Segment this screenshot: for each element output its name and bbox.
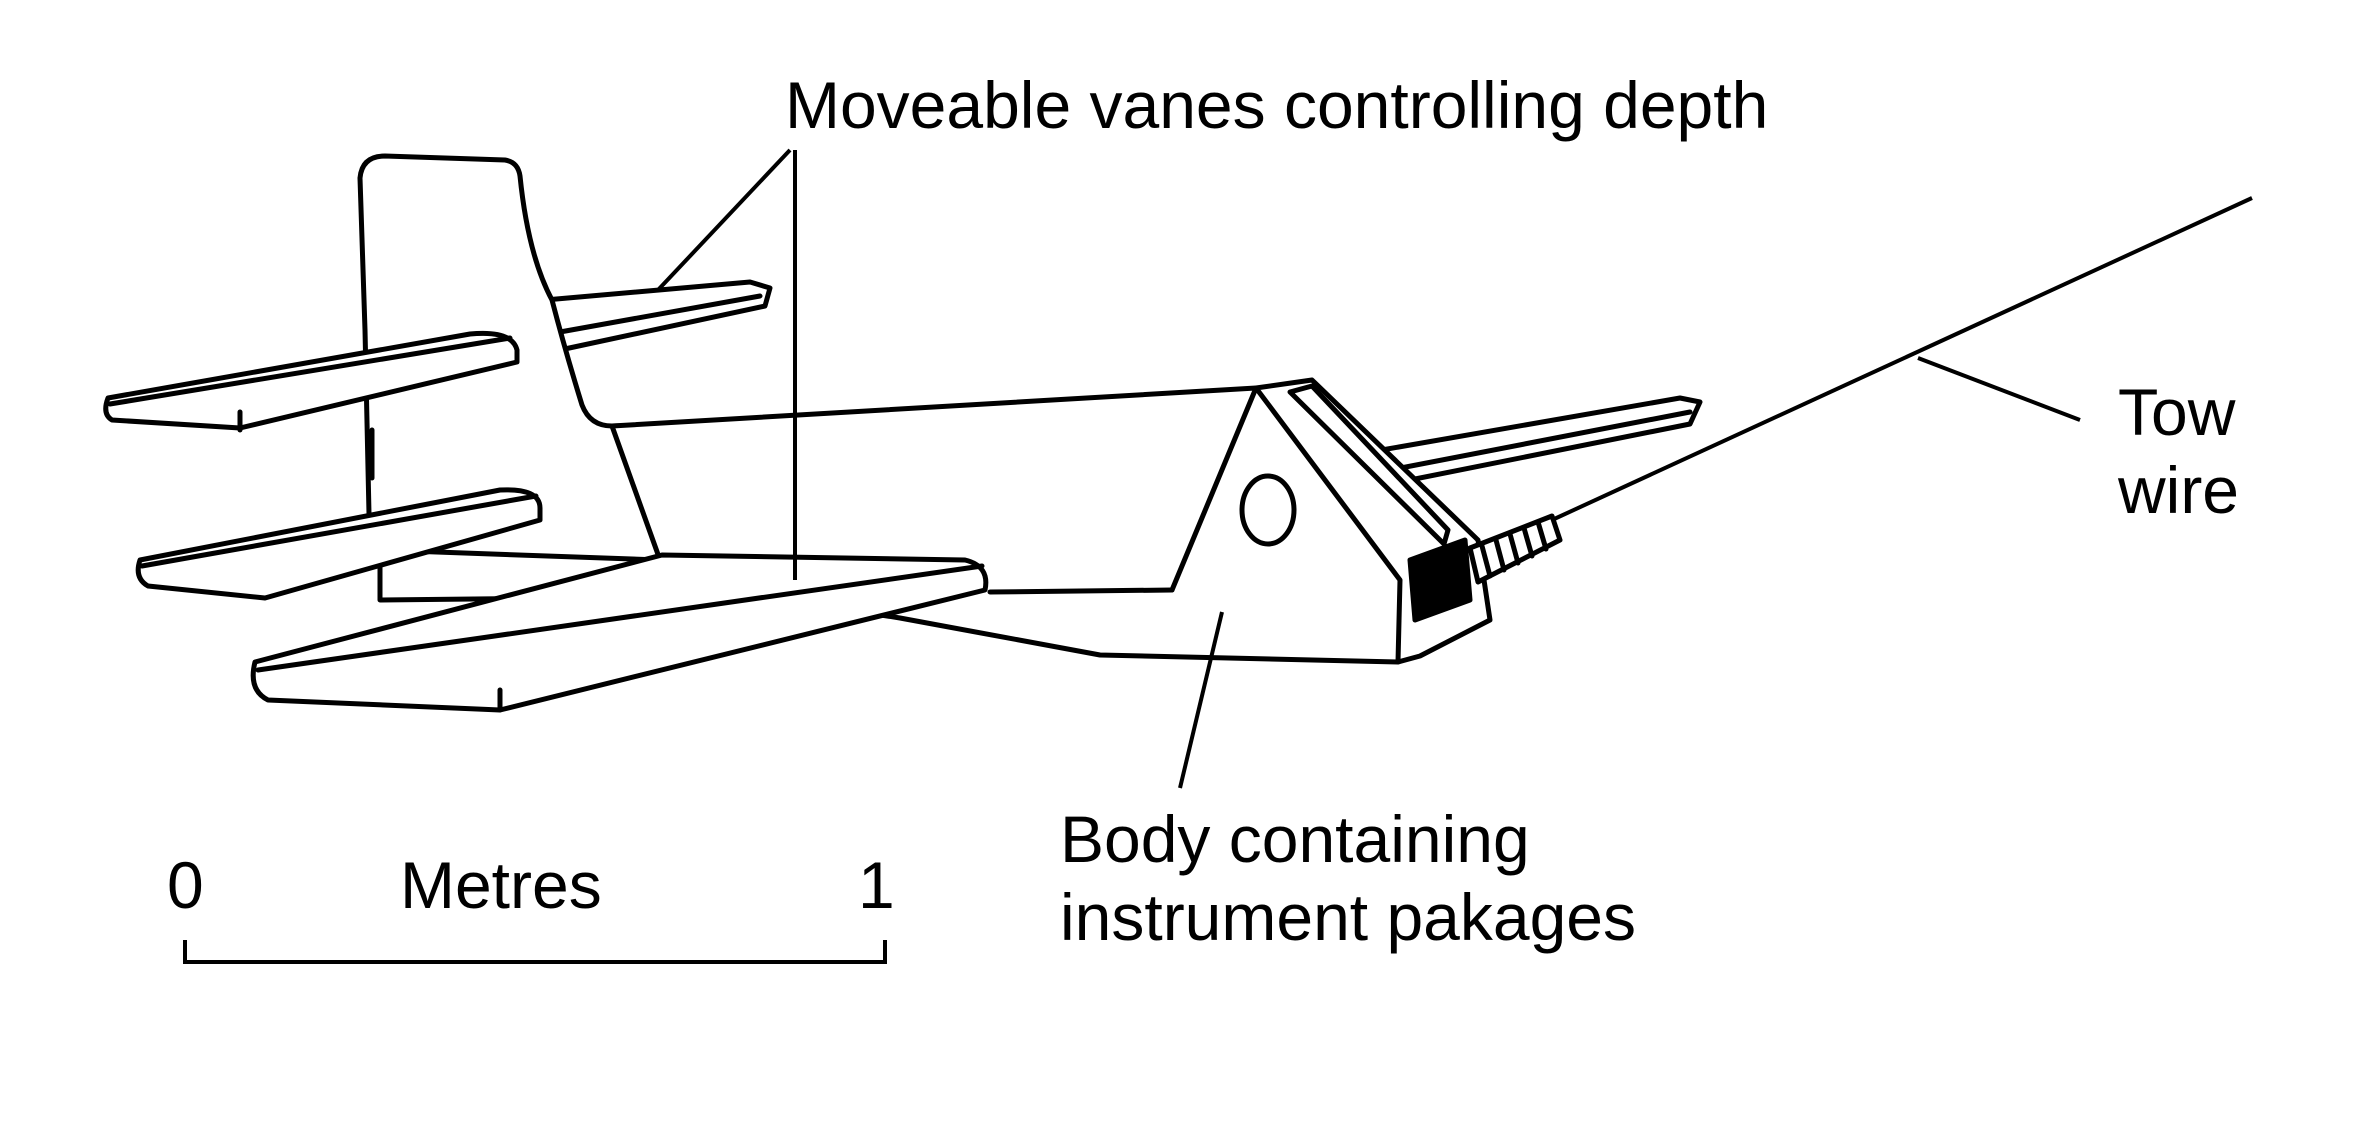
tow-wire-label-line2: wire	[2118, 453, 2240, 527]
lower-main-vane	[250, 552, 989, 713]
scale-start-label: 0	[167, 848, 204, 922]
vanes-label: Moveable vanes controlling depth	[785, 68, 1769, 142]
nose-housing	[1253, 377, 1493, 665]
towed-body-illustration	[103, 153, 1703, 713]
body-label-line2: instrument pakages	[1060, 880, 1636, 954]
upper-right-vane	[542, 279, 773, 353]
tow-attachment	[1467, 513, 1563, 585]
tow-wire-label-line1: Tow	[2118, 375, 2236, 449]
scale-end-label: 1	[858, 848, 895, 922]
tow-wire-label: Tow wire	[2118, 373, 2239, 529]
right-stabilizer	[1367, 395, 1703, 487]
leader-lines	[656, 148, 2081, 789]
scale-bar	[183, 940, 887, 964]
leader-vanes-upper	[656, 148, 792, 292]
porthole	[1239, 473, 1297, 547]
body-label-line1: Body containing	[1060, 802, 1530, 876]
leader-tow-wire	[1917, 356, 2081, 422]
lower-left-vane	[135, 487, 543, 601]
scale-bar-line	[183, 940, 887, 964]
leader-body	[1178, 611, 1224, 789]
upper-left-vane	[103, 330, 520, 433]
scale-unit-label: Metres	[400, 848, 602, 922]
tow-wire	[1551, 196, 2253, 522]
body-label: Body containing instrument pakages	[1060, 800, 1636, 956]
